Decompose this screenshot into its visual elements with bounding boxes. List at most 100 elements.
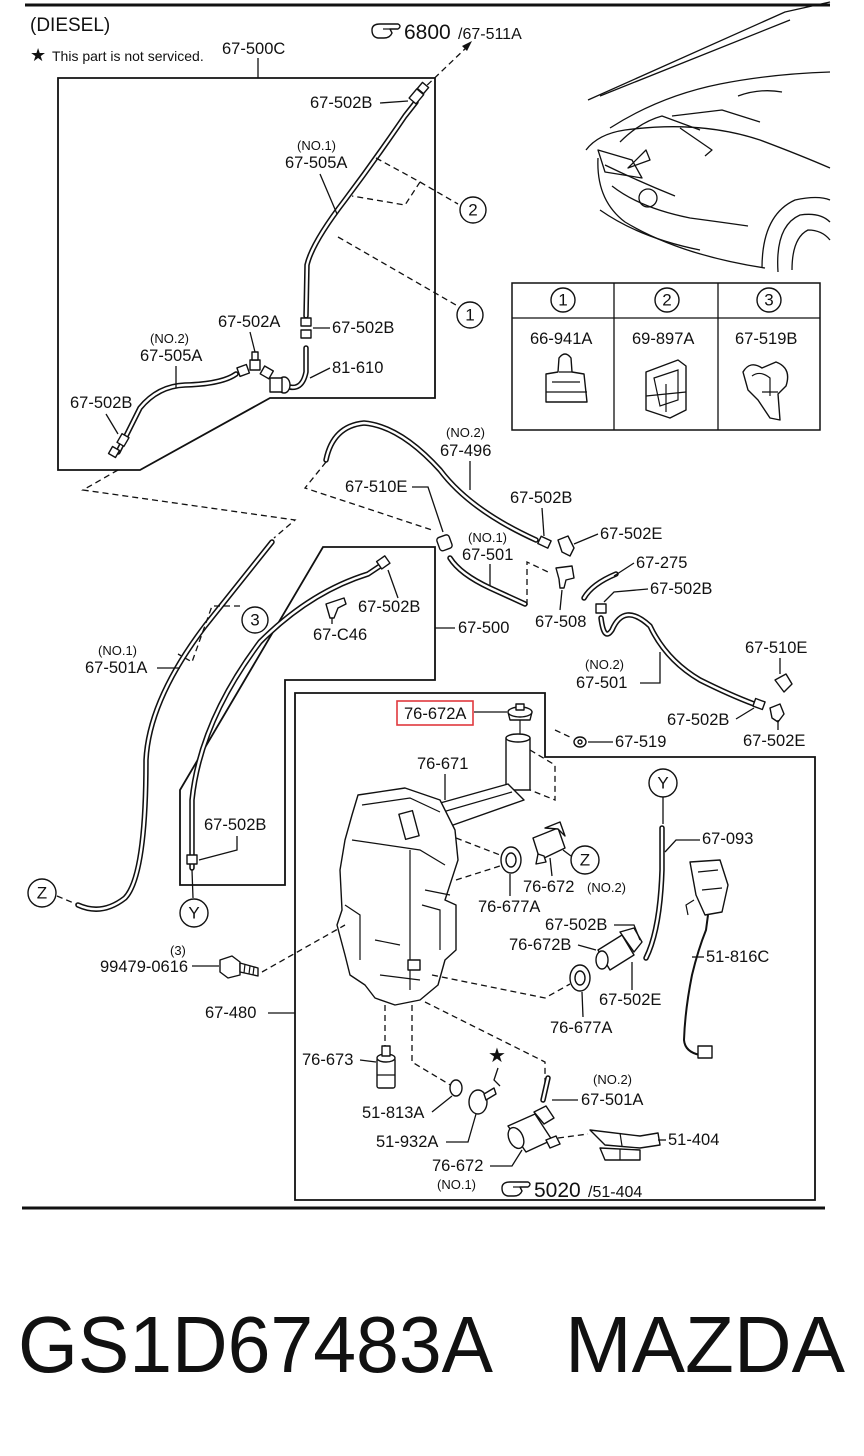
washer-pump-76-672-no2 bbox=[532, 821, 566, 865]
ref-page-main: 6800 bbox=[404, 21, 451, 44]
washer-nozzle-51-404 bbox=[589, 1129, 661, 1161]
callout-67-093: 67-093 bbox=[702, 830, 753, 848]
table-marker-3: 3 bbox=[756, 287, 782, 313]
level-sensor-76-673 bbox=[376, 1045, 396, 1089]
callout-qualifier: (NO.2) bbox=[150, 331, 189, 346]
svg-text:1: 1 bbox=[465, 306, 474, 325]
arrow-head-icon bbox=[462, 41, 472, 51]
callout-67-501a: 67-501A bbox=[581, 1091, 643, 1109]
bolt-99479-0616 bbox=[219, 955, 259, 979]
callout-67-501a: 67-501A bbox=[85, 659, 147, 677]
callout-67-519: 67-519 bbox=[615, 733, 666, 751]
pointing-hand-icon bbox=[371, 23, 401, 39]
hose-67-501-no1 bbox=[447, 555, 528, 607]
highlight-frame bbox=[396, 700, 474, 726]
star-icon: ★ bbox=[30, 45, 46, 65]
washer-pump-76-672b bbox=[595, 927, 643, 971]
svg-text:1: 1 bbox=[558, 291, 567, 310]
variant-title: (DIESEL) bbox=[30, 15, 110, 36]
callout-67-480: 67-480 bbox=[205, 1004, 256, 1022]
ref-page-sub: /51-404 bbox=[588, 1184, 642, 1201]
grommet-76-677a bbox=[569, 964, 591, 992]
callout-67-505a: 67-505A bbox=[285, 154, 347, 172]
vehicle-front-sketch bbox=[585, 1, 831, 273]
part-number: GS1D67483A bbox=[18, 1300, 494, 1389]
callout-67-500: 67-500 bbox=[458, 619, 509, 637]
callout-67-510e: 67-510E bbox=[345, 478, 407, 496]
hose-67-505a-no1 bbox=[303, 99, 419, 319]
connector-67-502b bbox=[408, 81, 430, 105]
brand-name: MAZDA bbox=[565, 1300, 846, 1389]
callout-67-502b: 67-502B bbox=[332, 319, 394, 337]
marker-1: 1 bbox=[456, 301, 484, 329]
callout-qualifier: (NO.1) bbox=[437, 1177, 476, 1192]
callout-67-502e: 67-502E bbox=[600, 525, 662, 543]
hose-67-093-core bbox=[644, 826, 664, 960]
callout-67-501: 67-501 bbox=[462, 546, 513, 564]
ref-leader bbox=[419, 45, 469, 93]
reservoir-tank-76-671 bbox=[336, 733, 531, 1006]
callout-51-932a: 51-932A bbox=[376, 1133, 438, 1151]
callout-81-610: 81-610 bbox=[332, 359, 383, 377]
svg-text:Z: Z bbox=[37, 884, 47, 903]
callout-76-673: 76-673 bbox=[302, 1051, 353, 1069]
marker-3: 3 bbox=[241, 606, 269, 634]
callout-67-502b: 67-502B bbox=[358, 598, 420, 616]
hose-67-501a-no1-core bbox=[76, 540, 274, 911]
clip-67-519b-icon bbox=[742, 361, 789, 421]
callout-51-813a: 51-813A bbox=[362, 1104, 424, 1122]
callout-76-677a: 76-677A bbox=[550, 1019, 612, 1037]
callout-67-502b: 67-502B bbox=[70, 394, 132, 412]
connector-67-502b bbox=[752, 697, 766, 711]
check-valve-67-510e bbox=[436, 534, 453, 552]
diesel-hose-group-box bbox=[57, 77, 436, 471]
connector-67-502b bbox=[186, 854, 198, 865]
table-part-67-519b: 67-519B bbox=[735, 330, 797, 348]
callout-76-672b: 76-672B bbox=[509, 936, 571, 954]
elbow-67-502e bbox=[769, 703, 785, 723]
callout-qualifier: (NO.2) bbox=[446, 425, 485, 440]
hose-67-501a-no2-core bbox=[541, 1076, 550, 1102]
marker-y: Y bbox=[179, 898, 209, 928]
callout-67-502b: 67-502B bbox=[510, 489, 572, 507]
hose-67-501a-no1 bbox=[75, 539, 275, 912]
callout-67-502a: 67-502A bbox=[218, 313, 280, 331]
washer-pump-76-672-no1 bbox=[507, 1105, 561, 1153]
marker-z: Z bbox=[27, 878, 57, 908]
callout-67-501: 67-501 bbox=[576, 674, 627, 692]
callout-67-502b: 67-502B bbox=[310, 94, 372, 112]
hose-67-505a-no2-core bbox=[116, 372, 238, 454]
seal-51-813a bbox=[449, 1079, 463, 1097]
wiring-harness-51-816c bbox=[682, 859, 729, 1059]
ref-page-main: 5020 bbox=[534, 1179, 581, 1202]
hose-67-505a-no1-core bbox=[304, 100, 418, 318]
callout-67-c46: 67-C46 bbox=[313, 626, 367, 644]
callout-67-505a: 67-505A bbox=[140, 347, 202, 365]
clip-table: 1 2 3 66-941A 69-897A 67-519B bbox=[511, 282, 821, 431]
svg-text:Z: Z bbox=[580, 851, 590, 870]
clamp-51-932a bbox=[468, 1087, 497, 1115]
connector-67-502b bbox=[300, 317, 312, 339]
callout-67-496: 67-496 bbox=[440, 442, 491, 460]
hose-67-501-no1-core bbox=[448, 556, 527, 606]
callout-67-502b: 67-502B bbox=[545, 916, 607, 934]
table-marker-2: 2 bbox=[654, 287, 680, 313]
callout-76-672: 76-672 bbox=[432, 1157, 483, 1175]
marker-z: Z bbox=[570, 845, 600, 875]
hose-67-496-no2-core bbox=[324, 421, 538, 542]
callout-76-672: 76-672 bbox=[523, 878, 574, 896]
svg-text:3: 3 bbox=[764, 291, 773, 310]
clip-67-c46 bbox=[325, 597, 347, 619]
callout-67-502b: 67-502B bbox=[204, 816, 266, 834]
hose-67-501-no2-core bbox=[599, 613, 756, 706]
callout-67-502b: 67-502B bbox=[667, 711, 729, 729]
svg-text:2: 2 bbox=[662, 291, 671, 310]
check-valve-67-510e bbox=[774, 673, 793, 693]
callout-67-500c: 67-500C bbox=[222, 40, 285, 58]
connector-67-502b bbox=[595, 603, 607, 614]
callout-qualifier: (NO.1) bbox=[468, 530, 507, 545]
grommet-76-677a bbox=[500, 846, 522, 874]
clip-69-897a-icon bbox=[645, 359, 687, 419]
svg-text:2: 2 bbox=[468, 201, 477, 220]
